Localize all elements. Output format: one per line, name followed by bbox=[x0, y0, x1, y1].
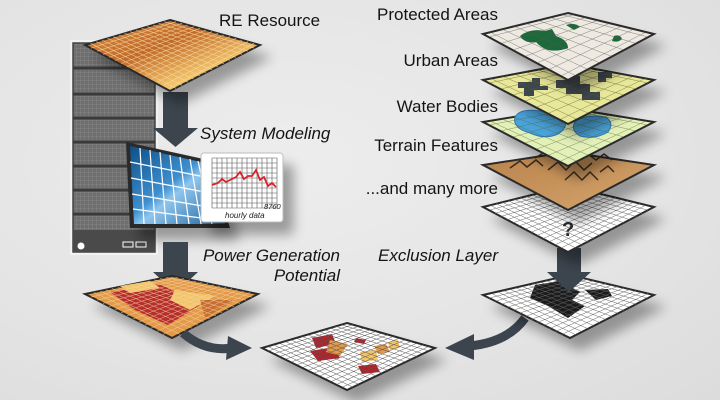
water-bodies-label: Water Bodies bbox=[396, 97, 498, 116]
re-resource-label: RE Resource bbox=[219, 11, 321, 30]
protected-areas-layer bbox=[480, 11, 657, 82]
terrain-features-layer bbox=[479, 150, 658, 212]
question-mark-icon: ? bbox=[562, 219, 574, 241]
svg-text:hourly data: hourly data bbox=[225, 211, 265, 220]
exclusion-layer-grid bbox=[480, 273, 657, 340]
protected-areas-label: Protected Areas bbox=[377, 5, 498, 24]
exclusion-layer-label: Exclusion Layer bbox=[377, 246, 498, 265]
urban-areas-label: Urban Areas bbox=[403, 51, 499, 70]
power-generation-label-line2: Potential bbox=[273, 266, 340, 285]
svg-text:8760: 8760 bbox=[264, 202, 282, 211]
system-modeling-label: System Modeling bbox=[200, 124, 331, 143]
arrow-down-icon bbox=[547, 248, 591, 292]
curved-arrow-right-icon bbox=[180, 329, 252, 360]
hourly-data-chart-inset: hourly data 8760 bbox=[200, 152, 284, 223]
terrain-features-label: Terrain Features bbox=[374, 136, 498, 155]
arrow-down-icon bbox=[153, 92, 198, 147]
many-more-label: ...and many more bbox=[365, 179, 498, 198]
hourly-data-line bbox=[211, 168, 277, 188]
power-generation-potential-grid bbox=[81, 274, 261, 340]
re-resource-grid bbox=[82, 18, 263, 93]
curved-arrow-left-icon bbox=[445, 315, 529, 360]
urban-areas-layer bbox=[479, 62, 658, 126]
power-button-icon bbox=[77, 242, 85, 250]
power-generation-label-line1: Power Generation bbox=[202, 246, 340, 265]
final-result-grid bbox=[259, 321, 438, 392]
